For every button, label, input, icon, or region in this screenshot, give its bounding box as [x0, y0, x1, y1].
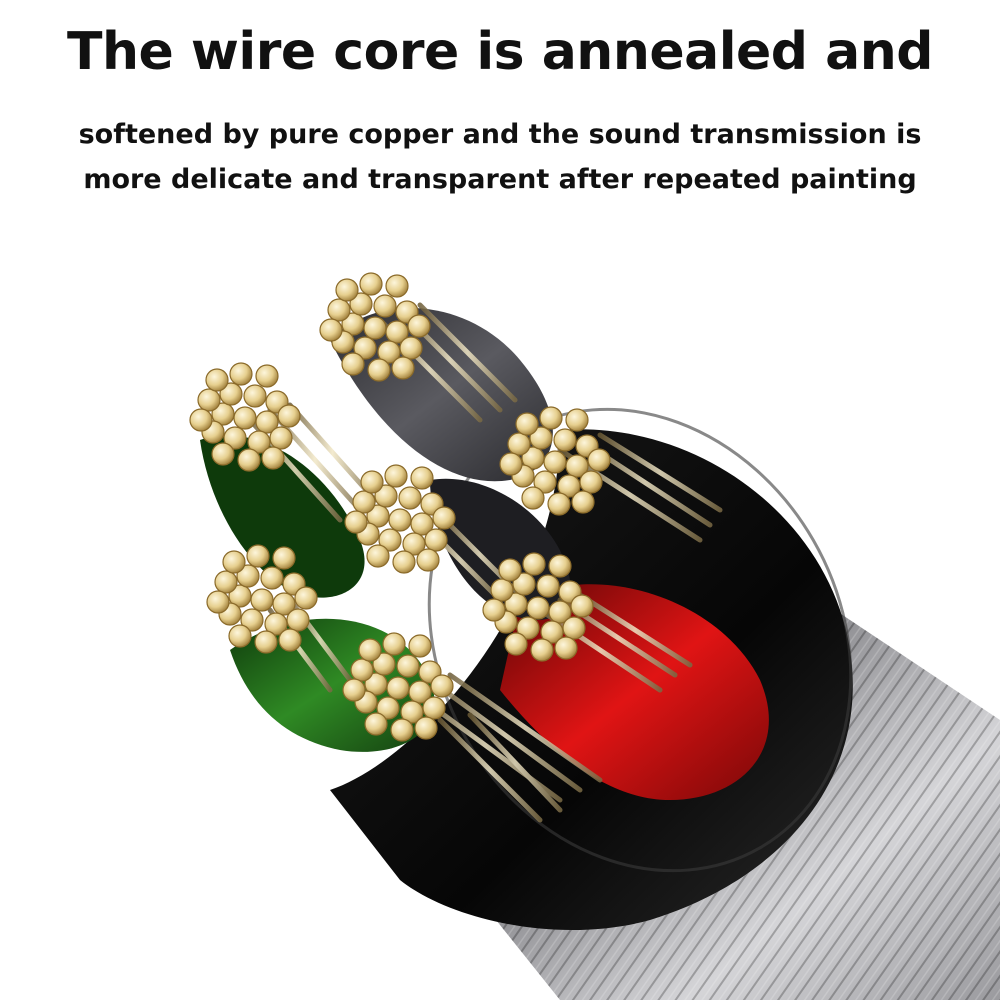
copper-wire-strands: [247, 302, 723, 823]
conductor-end-faces: [189, 272, 611, 742]
strand-cluster-bottom: [342, 632, 454, 742]
strand-cluster-upper-left: [189, 362, 301, 472]
strand-cluster-top: [319, 272, 431, 382]
subheadline: softened by pure copper and the sound tr…: [78, 119, 922, 195]
strand-cluster-upper-right: [499, 406, 611, 516]
strand-cluster-left-lower: [206, 544, 318, 654]
strand-cluster-center: [344, 464, 456, 574]
strand-cluster-right-middle: [482, 552, 594, 662]
headline: The wire core is annealed and: [67, 22, 933, 82]
